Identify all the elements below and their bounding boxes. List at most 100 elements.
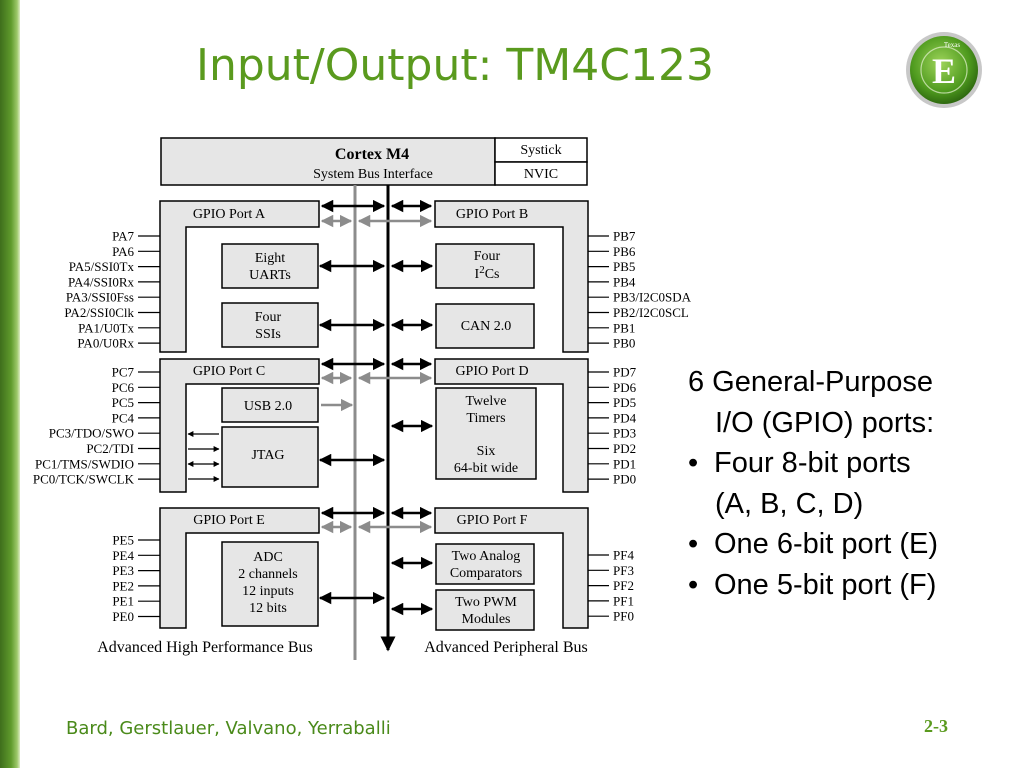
i2cs-module: Four I2Cs — [435, 243, 535, 289]
svg-text:Timers: Timers — [466, 411, 505, 426]
svg-text:Four: Four — [474, 249, 501, 264]
gpio-port-f: GPIO Port F — [434, 507, 589, 629]
svg-text:Two Analog: Two Analog — [452, 549, 521, 564]
pin-label: PB4 — [613, 274, 636, 289]
pin-label: PF3 — [613, 563, 634, 578]
systick-block: Systick — [494, 137, 588, 163]
svg-text:GPIO Port A: GPIO Port A — [193, 207, 266, 222]
pin-label: PA5/SSI0Tx — [69, 259, 135, 274]
ssis-module: Four SSIs — [221, 302, 319, 348]
pin-label: PD4 — [613, 410, 637, 425]
svg-text:Twelve: Twelve — [465, 394, 506, 409]
pin-label: PC0/TCK/SWCLK — [33, 472, 135, 487]
svg-text:GPIO Port D: GPIO Port D — [455, 364, 528, 379]
cortex-m4-block: Cortex M4 System Bus Interface — [160, 137, 496, 186]
pin-label: PF2 — [613, 578, 634, 593]
pin-label: PA2/SSI0Clk — [64, 305, 134, 320]
pin-label: PE0 — [112, 609, 134, 624]
summary-line-2: I/O (GPIO) ports: — [715, 406, 935, 439]
slide-title: Input/Output: TM4C123 — [196, 40, 714, 91]
pin-label: PB7 — [613, 229, 636, 244]
svg-text:64-bit wide: 64-bit wide — [454, 461, 518, 476]
svg-text:ADC: ADC — [253, 550, 283, 565]
pin-label: PB6 — [613, 244, 636, 259]
svg-text:Comparators: Comparators — [450, 566, 522, 581]
port-c-pins: PC7PC6PC5PC4PC3/TDO/SWOPC2/TDIPC1/TMS/SW… — [33, 365, 160, 487]
pin-label: PA3/SSI0Fss — [66, 290, 134, 305]
bullet-dot-icon: • — [688, 568, 699, 601]
uarts-module: Eight UARTs — [221, 243, 319, 289]
pin-label: PD3 — [613, 426, 636, 441]
bullet-dot-icon: • — [688, 447, 699, 479]
pin-label: PC4 — [112, 410, 135, 425]
pin-label: PD2 — [613, 441, 636, 456]
pin-label: PD0 — [613, 472, 636, 487]
pin-label: PC5 — [112, 395, 134, 410]
pin-label: PC1/TMS/SWDIO — [35, 456, 134, 471]
svg-text:USB 2.0: USB 2.0 — [244, 399, 292, 414]
pin-label: PF1 — [613, 593, 634, 608]
pin-label: PE5 — [112, 533, 134, 548]
pin-label: PE4 — [112, 548, 134, 563]
svg-text:Systick: Systick — [520, 143, 561, 158]
pin-label: PF4 — [613, 548, 634, 563]
bus-connections — [187, 199, 434, 616]
pin-label: PC3/TDO/SWO — [49, 426, 134, 441]
left-green-stripe — [0, 0, 20, 768]
svg-text:GPIO Port F: GPIO Port F — [457, 513, 528, 528]
bullet-item: •Four 8-bit ports — [688, 443, 1018, 484]
jtag-module: JTAG — [221, 426, 319, 488]
pin-label: PB1 — [613, 320, 635, 335]
gpio-summary: 6 General-Purpose I/O (GPIO) ports: •Fou… — [688, 362, 1018, 605]
svg-text:Six: Six — [477, 444, 496, 459]
pin-label: PB2/I2C0SCL — [613, 305, 689, 320]
gpio-port-c: GPIO Port C — [159, 358, 320, 493]
svg-text:12 bits: 12 bits — [249, 601, 287, 616]
pin-label: PC6 — [112, 380, 135, 395]
bullet-item: •One 6-bit port (E) — [688, 524, 1018, 565]
pin-label: PB3/I2C0SDA — [613, 290, 692, 305]
pin-label: PB0 — [613, 336, 635, 351]
pin-label: PF0 — [613, 609, 634, 624]
pin-label: PD1 — [613, 456, 636, 471]
pin-label: PA4/SSI0Rx — [68, 274, 134, 289]
svg-text:Modules: Modules — [462, 612, 511, 627]
apb-bus-label: Advanced Peripheral Bus — [424, 639, 588, 656]
bullet-item-continuation: (A, B, C, D) — [715, 487, 864, 520]
footer-authors: Bard, Gerstlauer, Valvano, Yerraballi — [66, 718, 391, 739]
svg-text:SSIs: SSIs — [255, 327, 281, 342]
svg-text:I2Cs: I2Cs — [475, 264, 500, 282]
gpio-port-d: GPIO Port D — [434, 358, 589, 493]
bullet-item: •One 5-bit port (F) — [688, 565, 1018, 606]
pin-label: PD5 — [613, 395, 636, 410]
texas-e-logo: E Texas — [906, 32, 982, 108]
svg-text:Eight: Eight — [255, 251, 285, 266]
timers-module: Twelve Timers Six 64-bit wide — [435, 387, 537, 480]
pin-label: PB5 — [613, 259, 635, 274]
svg-text:Two PWM: Two PWM — [455, 595, 517, 610]
svg-text:GPIO Port C: GPIO Port C — [193, 364, 265, 379]
gpio-port-b: GPIO Port B — [434, 200, 589, 353]
pin-label: PD7 — [613, 365, 637, 380]
svg-text:JTAG: JTAG — [251, 448, 284, 463]
pwm-module: Two PWM Modules — [435, 589, 535, 631]
port-a-pins: PA7PA6PA5/SSI0TxPA4/SSI0RxPA3/SSI0FssPA2… — [64, 229, 160, 351]
svg-text:NVIC: NVIC — [524, 167, 558, 182]
svg-text:GPIO Port E: GPIO Port E — [193, 513, 265, 528]
comparators-module: Two Analog Comparators — [435, 543, 535, 585]
pin-label: PC2/TDI — [86, 441, 134, 456]
adc-module: ADC 2 channels 12 inputs 12 bits — [221, 541, 319, 627]
pin-label: PA0/U0Rx — [77, 336, 134, 351]
summary-line-1: 6 General-Purpose — [688, 366, 934, 398]
usb-module: USB 2.0 — [221, 387, 319, 423]
gpio-port-a: GPIO Port A — [159, 200, 320, 353]
nvic-block: NVIC — [494, 161, 588, 186]
svg-text:12 inputs: 12 inputs — [242, 584, 294, 599]
svg-text:UARTs: UARTs — [249, 268, 291, 283]
pin-label: PD6 — [613, 380, 637, 395]
ahb-bus-label: Advanced High Performance Bus — [97, 639, 313, 656]
